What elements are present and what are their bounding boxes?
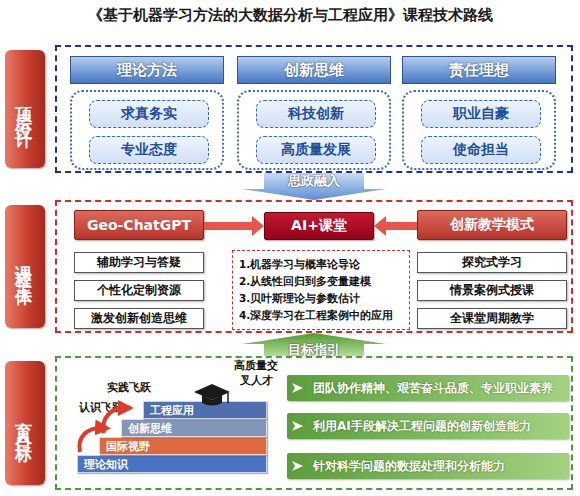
syllabus-box: 1.机器学习与概率论导论2.从线性回归到多变量建模3.贝叶斯理论与参数估计4.深…: [232, 250, 410, 330]
cap-board: [194, 384, 230, 400]
node-text: 4.深度学习在工程案例中的应用: [239, 307, 393, 324]
stair-step: 创新思维: [121, 419, 267, 437]
feature-box: 情景案例式授课: [417, 280, 567, 301]
diagram-title: 《基于机器学习方法的大数据分析与工程应用》课程技术路线: [0, 6, 580, 25]
node-text: Geo-ChatGPT: [87, 217, 191, 233]
concept-group: 创新思维科技创新高质量发展: [237, 90, 391, 170]
section-label: 顶层设计: [5, 50, 45, 168]
stair-step: 理论知识: [77, 455, 267, 473]
concept-group: 理论方法求真务实专业态度: [70, 90, 224, 170]
node-text: 情景案例式授课: [450, 282, 534, 299]
node-text: 专业态度: [121, 141, 177, 159]
node-text: 使命担当: [453, 141, 509, 159]
group-header: 理论方法: [70, 56, 224, 84]
value-box: 使命担当: [421, 136, 541, 164]
node-text: 工程应用: [150, 403, 194, 418]
feature-box: 全课堂周期教学: [417, 308, 567, 329]
node-text: 科技创新: [288, 105, 344, 123]
node-text: 创新思维: [128, 421, 172, 436]
feature-box: 激发创新创造思维: [74, 308, 204, 329]
stair-step: 国际视野: [99, 437, 267, 455]
annotation-label: 实践飞跃: [104, 380, 154, 395]
value-box: 职业自豪: [421, 100, 541, 128]
core-box: AI+课堂: [264, 212, 374, 240]
node-text: 个性化定制资源: [97, 282, 181, 299]
arrow-label: 思政融入: [288, 172, 340, 190]
feature-box: 探究式学习: [417, 252, 567, 273]
node-text: 理论知识: [84, 457, 128, 472]
node-text: 团队协作精神、艰苦奋斗品质、专业职业素养: [313, 380, 553, 397]
node-text: 高质量发展: [281, 141, 351, 159]
annotation-label: 高质量交叉人才: [232, 358, 280, 388]
value-box: 求真务实: [89, 100, 209, 128]
node-text: 利用AI手段解决工程问题的创新创造能力: [313, 418, 531, 435]
section-label: 课程主体: [5, 205, 45, 328]
section-band: 育人目标理论知识国际视野创新思维工程应用团队协作精神、艰苦奋斗品质、专业职业素养…: [55, 356, 573, 490]
flow-arrow: [204, 216, 264, 236]
goal-bar: 针对科学问题的数据处理和分析能力: [287, 453, 569, 479]
node-text: 求真务实: [121, 105, 177, 123]
arrow-label: 目标指引: [288, 341, 340, 359]
group-header: 责任理想: [402, 56, 556, 84]
goal-bar: 团队协作精神、艰苦奋斗品质、专业职业素养: [287, 375, 569, 401]
group-header: 创新思维: [237, 56, 391, 84]
feature-box: 个性化定制资源: [74, 280, 204, 301]
value-box: 专业态度: [89, 136, 209, 164]
node-text: 探究式学习: [462, 254, 522, 271]
annotation-label: 认识飞跃: [76, 400, 126, 415]
node-text: 针对科学问题的数据处理和分析能力: [313, 458, 505, 475]
node-text: 辅助学习与答疑: [97, 254, 181, 271]
flow-arrow: [374, 216, 417, 236]
block-arrow: [242, 173, 386, 200]
node-text: 国际视野: [106, 439, 150, 454]
section-band: 顶层设计理论方法求真务实专业态度创新思维科技创新高质量发展责任理想职业自豪使命担…: [55, 45, 573, 173]
goal-bar: 利用AI手段解决工程问题的创新创造能力: [287, 413, 569, 439]
feature-box: 辅助学习与答疑: [74, 252, 204, 273]
module-box: Geo-ChatGPT: [74, 210, 204, 240]
module-box: 创新教学模式: [417, 210, 567, 240]
node-text: 2.从线性回归到多变量建模: [239, 273, 371, 290]
value-box: 高质量发展: [256, 136, 376, 164]
node-text: 全课堂周期教学: [450, 310, 534, 327]
section-label: 育人目标: [5, 361, 45, 485]
node-text: 激发创新创造思维: [91, 310, 187, 327]
node-text: AI+课堂: [291, 217, 347, 235]
concept-group: 责任理想职业自豪使命担当: [402, 90, 556, 170]
node-text: 3.贝叶斯理论与参数估计: [239, 290, 360, 307]
stair-step: 工程应用: [143, 401, 267, 419]
value-box: 科技创新: [256, 100, 376, 128]
node-text: 职业自豪: [453, 105, 509, 123]
block-arrow: [242, 333, 386, 356]
node-text: 创新教学模式: [450, 216, 534, 234]
section-band: 课程主体Geo-ChatGPTAI+课堂创新教学模式辅助学习与答疑个性化定制资源…: [55, 200, 573, 333]
node-text: 1.机器学习与概率论导论: [239, 256, 360, 273]
